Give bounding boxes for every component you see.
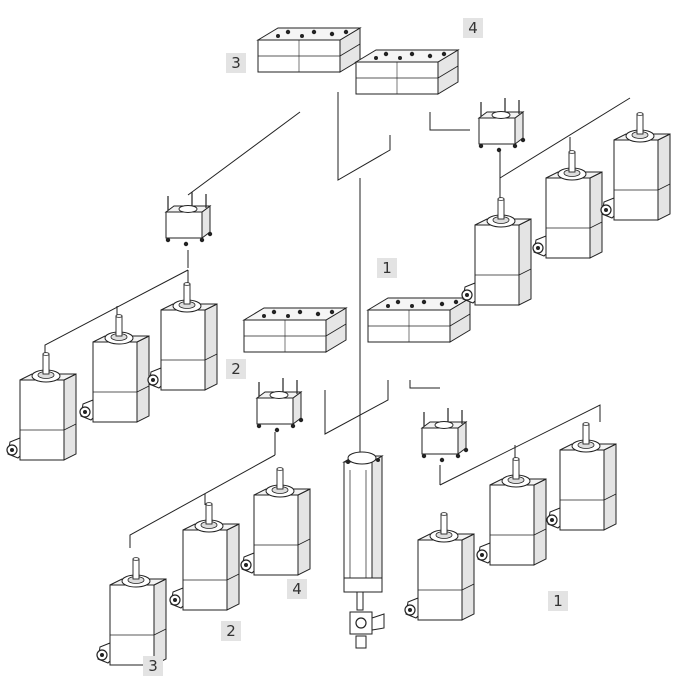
adapter-block-icon: [421, 407, 469, 463]
connection-lines: [44, 92, 631, 548]
callout-motor-3: 3: [143, 656, 163, 676]
adapter-block-icon: [165, 191, 213, 247]
servo-motor-icon: [404, 511, 475, 621]
servo-motor-icon: [6, 352, 77, 461]
servo-motor-icon: [532, 150, 603, 259]
servo-motor-icon: [461, 197, 532, 306]
servo-motor-icon: [476, 457, 547, 566]
callout-gantry-1: 1: [377, 258, 397, 278]
servo-motor-icon: [79, 314, 150, 423]
valve-terminal-icon: [257, 27, 361, 73]
servo-motor-icon: [600, 111, 671, 221]
valve-terminal-icon: [367, 297, 471, 343]
callout-motor-2: 2: [221, 621, 241, 641]
callout-motor-4: 4: [287, 579, 307, 599]
pneumatic-cylinder-icon: [342, 451, 385, 649]
servo-motor-icon: [546, 422, 617, 531]
servo-motor-icon: [147, 282, 218, 391]
callout-gantry-3: 3: [226, 53, 246, 73]
valve-terminal-icon: [355, 49, 459, 95]
callout-gantry-4: 4: [463, 18, 483, 38]
servo-motor-icon: [240, 467, 311, 576]
adapter-block-icon: [256, 377, 304, 433]
servo-motor-icon: [96, 556, 167, 666]
valve-terminal-icon: [243, 307, 347, 353]
callout-motor-1: 1: [548, 591, 568, 611]
servo-motor-icon: [169, 502, 240, 611]
adapter-block-icon: [478, 97, 526, 153]
callout-gantry-2: 2: [226, 359, 246, 379]
